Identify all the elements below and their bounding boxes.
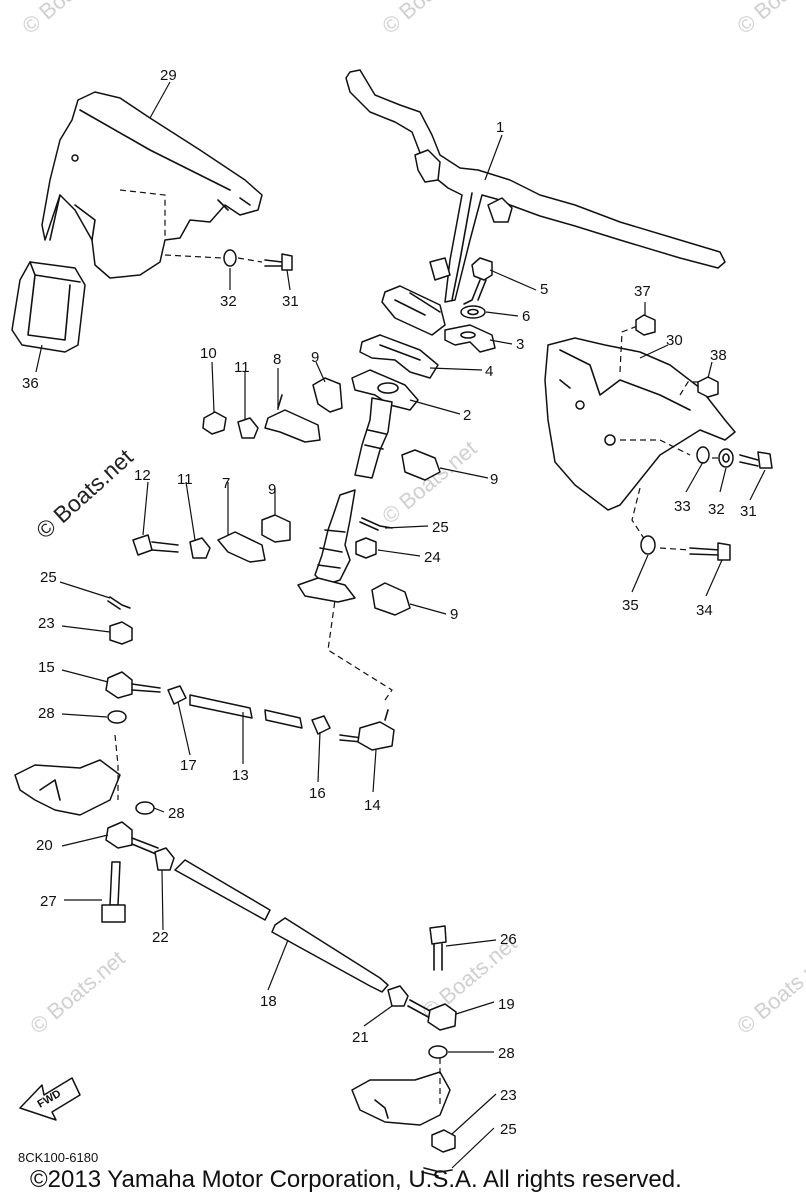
callout-8: 8 [273, 351, 281, 368]
watermark-text: © Boats.net [377, 0, 481, 39]
part-collar-9 [261, 377, 441, 616]
callout-12: 12 [134, 467, 151, 484]
diagram-code: 8CK100-6180 [18, 1150, 99, 1165]
callout-28b: 28 [168, 805, 185, 822]
callout-11b: 11 [177, 471, 193, 488]
part-nut-10 [202, 411, 227, 435]
callout-15: 15 [38, 659, 55, 676]
part-steering-arm-left [14, 734, 121, 816]
watermark-text: © Boats.net [732, 946, 806, 1039]
watermark-text: © Boats.net [732, 0, 806, 39]
part-nut-11 [189, 417, 259, 559]
callout-32b: 32 [708, 501, 725, 518]
callout-17: 17 [180, 757, 197, 774]
callout-33: 33 [674, 498, 691, 515]
callout-38: 38 [710, 347, 727, 364]
callout-29: 29 [160, 67, 177, 84]
callout-18: 18 [260, 993, 277, 1010]
part-clamp-3 [444, 324, 496, 353]
callout-2: 2 [463, 407, 471, 424]
callout-13: 13 [232, 767, 249, 784]
part-bolt-5 [463, 257, 493, 305]
callout-35: 35 [622, 597, 639, 614]
callout-9c: 9 [268, 481, 276, 498]
callout-10: 10 [200, 345, 217, 362]
callout-23a: 23 [38, 615, 55, 632]
watermark-text: © Boats.net [17, 0, 121, 39]
callout-30: 30 [666, 332, 683, 349]
part-fasteners-31-32-33 [223, 249, 773, 469]
part-side-cover-30 [544, 324, 736, 541]
callout-16: 16 [309, 785, 326, 802]
part-cap-38 [697, 376, 719, 398]
callout-9d: 9 [450, 606, 458, 623]
part-tie-rod-end-20 [101, 821, 159, 923]
part-bolt-12 [132, 534, 179, 556]
callout-5: 5 [540, 281, 548, 298]
part-cap-37 [635, 314, 656, 336]
callout-31b: 31 [740, 503, 757, 520]
part-tie-rod-13 [167, 685, 331, 735]
callout-14: 14 [364, 797, 381, 814]
part-handlebar [345, 69, 726, 336]
callout-21: 21 [352, 1029, 369, 1046]
callout-34: 34 [696, 602, 713, 619]
watermark-text: © Boats.net [377, 436, 481, 529]
callout-27: 27 [40, 893, 57, 910]
part-tie-rod-18 [174, 859, 389, 993]
callout-24: 24 [424, 549, 441, 566]
callout-37: 37 [634, 283, 651, 300]
part-bracket-7 [217, 531, 266, 563]
part-cotter-pin-25 [107, 517, 453, 1177]
part-handlebar-cover [41, 91, 263, 279]
callout-31a: 31 [282, 293, 299, 310]
part-washer-6 [460, 305, 486, 319]
callout-25a: 25 [432, 519, 449, 536]
part-nut-24 [355, 537, 377, 559]
part-tie-rod-end-19 [407, 999, 457, 1031]
callout-32a: 32 [220, 293, 237, 310]
callout-36: 36 [22, 375, 39, 392]
callout-19: 19 [498, 996, 515, 1013]
callout-1: 1 [496, 119, 504, 136]
callouts: 1 2 3 4 5 6 7 8 9 9 9 9 10 11 11 12 13 1… [22, 67, 757, 1138]
copyright-notice: ©2013 Yamaha Motor Corporation, U.S.A. A… [30, 1166, 682, 1193]
callout-7: 7 [222, 475, 230, 492]
callout-28c: 28 [498, 1045, 515, 1062]
part-nut-22 [154, 847, 175, 871]
callout-23b: 23 [500, 1087, 517, 1104]
callout-11a: 11 [234, 359, 250, 376]
leader-lines [35, 81, 766, 1169]
callout-4: 4 [485, 363, 493, 380]
callout-28a: 28 [38, 705, 55, 722]
callout-25b: 25 [40, 569, 57, 586]
part-pad [11, 261, 86, 353]
watermark-text-dark: © Boats.net [31, 443, 138, 543]
part-bracket-8 [264, 394, 321, 443]
callout-20: 20 [36, 837, 53, 854]
part-nut-23 [431, 1129, 456, 1153]
watermark-text: © Boats.net [25, 946, 129, 1039]
callout-22: 22 [152, 929, 169, 946]
part-steering-arm-right [351, 1058, 451, 1126]
callout-6: 6 [522, 308, 530, 325]
part-holder-4 [359, 334, 439, 379]
callout-9b: 9 [490, 471, 498, 488]
part-lower-column [297, 489, 356, 603]
callout-9a: 9 [311, 349, 319, 366]
part-tie-rod-end-15 [105, 621, 161, 724]
part-tie-rod-end-14 [327, 599, 395, 751]
callout-26: 26 [500, 931, 517, 948]
part-fasteners-34-35 [640, 535, 731, 561]
callout-3: 3 [516, 336, 524, 353]
direction-arrow: FWD [19, 1077, 81, 1121]
part-steering-column [351, 369, 419, 479]
part-nut-21 [387, 985, 409, 1007]
part-washer-28 [135, 801, 448, 1059]
callout-25c: 25 [500, 1121, 517, 1138]
part-bolt-26 [429, 925, 447, 971]
